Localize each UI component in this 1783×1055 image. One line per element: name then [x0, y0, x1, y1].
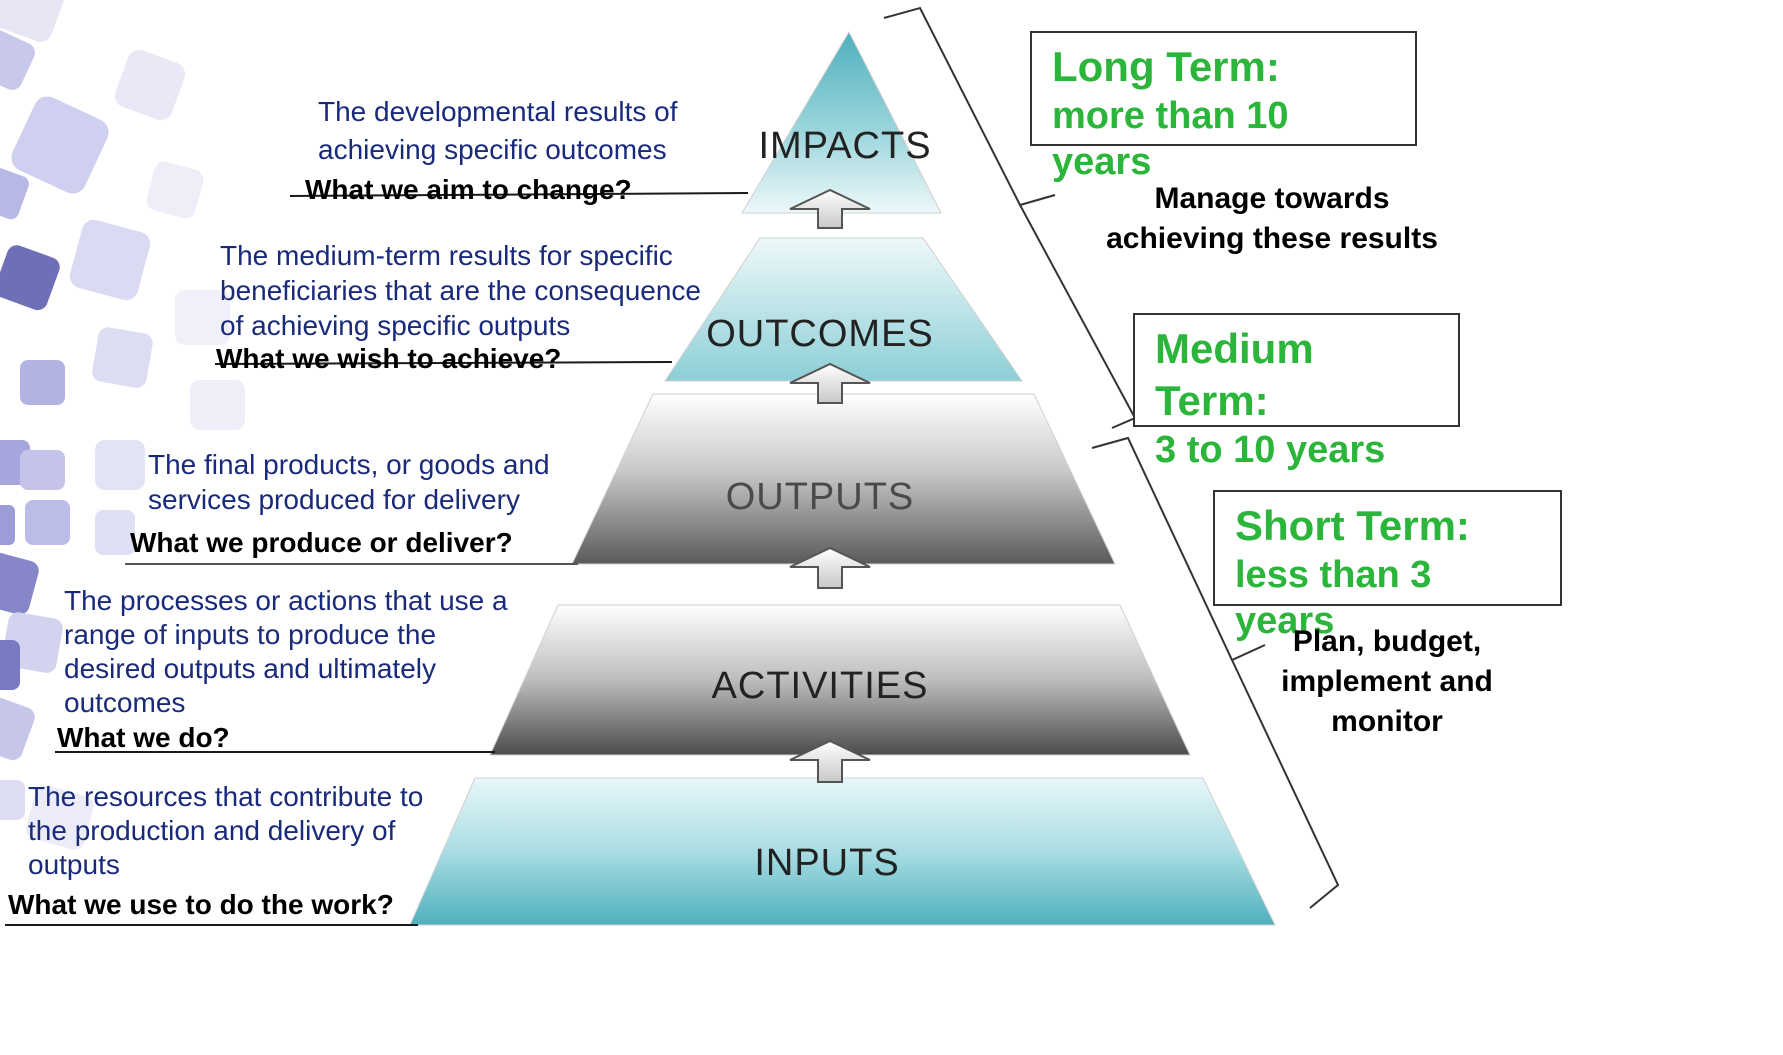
tier-label-outcomes: OUTCOMES [706, 313, 934, 355]
description-line: The processes or actions that use a [64, 585, 508, 616]
decor-square [0, 0, 65, 42]
description-line: beneficiaries that are the consequence [220, 275, 701, 306]
up-arrow-icon [789, 546, 871, 589]
background-decoration [0, 0, 245, 850]
outcomes-description: The medium-term results for specific ben… [220, 238, 701, 343]
decor-square [0, 505, 15, 545]
plan-note: Plan, budget, implement and monitor [1255, 622, 1519, 742]
long-term-range: more than 10 years [1052, 95, 1289, 183]
decor-square [92, 327, 153, 388]
decor-square [69, 219, 151, 301]
medium-term-box: Medium Term: 3 to 10 years [1133, 313, 1460, 471]
description-line: of achieving specific outputs [220, 310, 571, 341]
decor-square [20, 360, 65, 405]
inputs-question: What we use to do the work? [8, 889, 394, 920]
up-arrow-icon [789, 739, 871, 783]
tier-labels: IMPACTS OUTCOMES OUTPUTS ACTIVITIES INPU… [706, 125, 934, 884]
note-line: implement and [1281, 665, 1493, 698]
short-term-box: Short Term: less than 3 years [1213, 490, 1562, 642]
decor-square [26, 785, 94, 850]
bracket-short-term [1091, 436, 1340, 909]
decor-square [0, 30, 35, 90]
description-line: The resources that contribute to [28, 781, 424, 812]
inputs-description: The resources that contribute to the pro… [28, 780, 423, 882]
impacts-description: The developmental results of achieving s… [318, 93, 678, 169]
tier-label-activities: ACTIVITIES [712, 665, 929, 707]
activities-question: What we do? [57, 722, 230, 753]
decor-square [95, 510, 135, 555]
outcomes-question: What we wish to achieve? [216, 343, 562, 374]
description-line: the production and delivery of [28, 815, 396, 846]
decor-square [114, 49, 186, 121]
tier-outcomes-shape [664, 237, 1023, 382]
description-line: The medium-term results for specific [220, 240, 673, 271]
decor-square [0, 550, 39, 615]
description-line: range of inputs to produce the [64, 619, 437, 650]
decor-square [0, 780, 25, 820]
decor-square [146, 161, 204, 219]
tier-inputs-shape [409, 777, 1276, 926]
up-arrow-icon [789, 362, 871, 404]
activities-description: The processes or actions that use a rang… [64, 584, 508, 720]
description-line: outputs [28, 849, 120, 880]
tier-label-impacts: IMPACTS [758, 125, 931, 167]
decor-square [25, 500, 70, 545]
decor-square [190, 380, 245, 430]
short-term-range: less than 3 years [1235, 554, 1432, 642]
short-term-title: Short Term: [1235, 502, 1470, 549]
decor-square [95, 440, 145, 490]
description-line: services produced for delivery [148, 484, 520, 515]
manage-note: Manage towards achieving these results [1080, 179, 1464, 259]
tier-activities-shape [489, 604, 1191, 756]
decor-square [0, 245, 60, 311]
decor-square [0, 640, 20, 690]
description-line: The developmental results of [318, 96, 678, 127]
note-line: Manage towards [1154, 182, 1390, 215]
note-line: achieving these results [1106, 222, 1438, 255]
outputs-description: The final products, or goods and service… [148, 447, 550, 517]
long-term-box: Long Term: more than 10 years [1030, 31, 1417, 183]
pyramid [409, 30, 1276, 926]
tier-impacts-shape [741, 30, 942, 214]
description-line: outcomes [64, 687, 186, 718]
connector-impacts [289, 192, 749, 197]
arrows [789, 188, 871, 783]
connector-outcomes [214, 361, 673, 365]
up-arrow-icon [789, 188, 871, 229]
tier-outputs-shape [571, 393, 1116, 565]
long-term-title: Long Term: [1052, 43, 1280, 90]
decor-square [20, 450, 65, 490]
description-line: achieving specific outcomes [318, 134, 667, 165]
description-line: desired outputs and ultimately [64, 653, 436, 684]
tier-label-inputs: INPUTS [754, 842, 899, 884]
medium-term-range: 3 to 10 years [1155, 429, 1386, 471]
decor-square [175, 290, 230, 345]
outputs-question: What we produce or deliver? [130, 527, 513, 558]
connector-lines [5, 192, 749, 926]
note-line: Plan, budget, [1292, 625, 1482, 658]
impacts-question: What we aim to change? [305, 174, 632, 205]
description-line: The final products, or goods and [148, 449, 550, 480]
decor-square [0, 695, 35, 761]
decor-square [11, 96, 109, 194]
medium-term-title: Medium Term: [1155, 325, 1314, 424]
note-line: monitor [1331, 705, 1443, 738]
tier-label-outputs: OUTPUTS [726, 476, 915, 518]
decor-square [0, 166, 29, 220]
